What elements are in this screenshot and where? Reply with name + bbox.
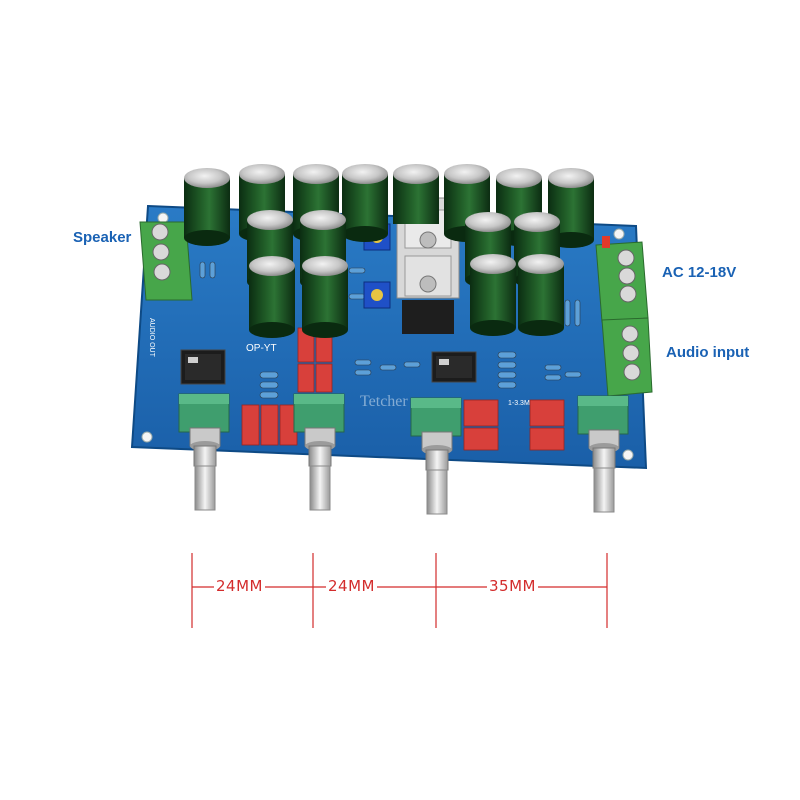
terminal-speaker xyxy=(139,221,193,301)
resistor-array xyxy=(199,261,582,399)
capacitor xyxy=(342,164,388,242)
capacitor xyxy=(470,254,516,336)
label-ac-power: AC 12-18V xyxy=(662,264,737,281)
potentiometer-4 xyxy=(577,395,629,513)
power-led xyxy=(602,236,610,248)
potentiometer-2 xyxy=(293,393,345,511)
potentiometer-1 xyxy=(178,393,230,511)
capacitor xyxy=(518,254,564,336)
dimension-label-3: 35MM xyxy=(487,577,538,595)
capacitor-bank xyxy=(184,164,594,338)
silkscreen-value: 1-3.3M xyxy=(508,400,530,407)
opamp-chip-left xyxy=(180,349,226,385)
label-audio-input: Audio input xyxy=(666,344,750,361)
opamp-chip-right xyxy=(431,351,477,383)
dimension-label-2: 24MM xyxy=(326,577,377,595)
dimension-label-1: 24MM xyxy=(214,577,265,595)
watermark: Tetcher xyxy=(360,393,408,410)
silkscreen-audio-out: AUDIO OUT xyxy=(148,318,155,358)
film-capacitors xyxy=(241,327,565,451)
terminal-audio-input xyxy=(601,317,653,397)
capacitor xyxy=(393,164,439,224)
capacitor xyxy=(184,168,230,246)
terminal-ac-power xyxy=(595,241,649,323)
capacitor xyxy=(302,256,348,338)
capacitor xyxy=(249,256,295,338)
label-speaker: Speaker xyxy=(73,229,132,246)
potentiometer-3 xyxy=(410,397,462,515)
silkscreen-model: OP-YT xyxy=(246,343,277,354)
